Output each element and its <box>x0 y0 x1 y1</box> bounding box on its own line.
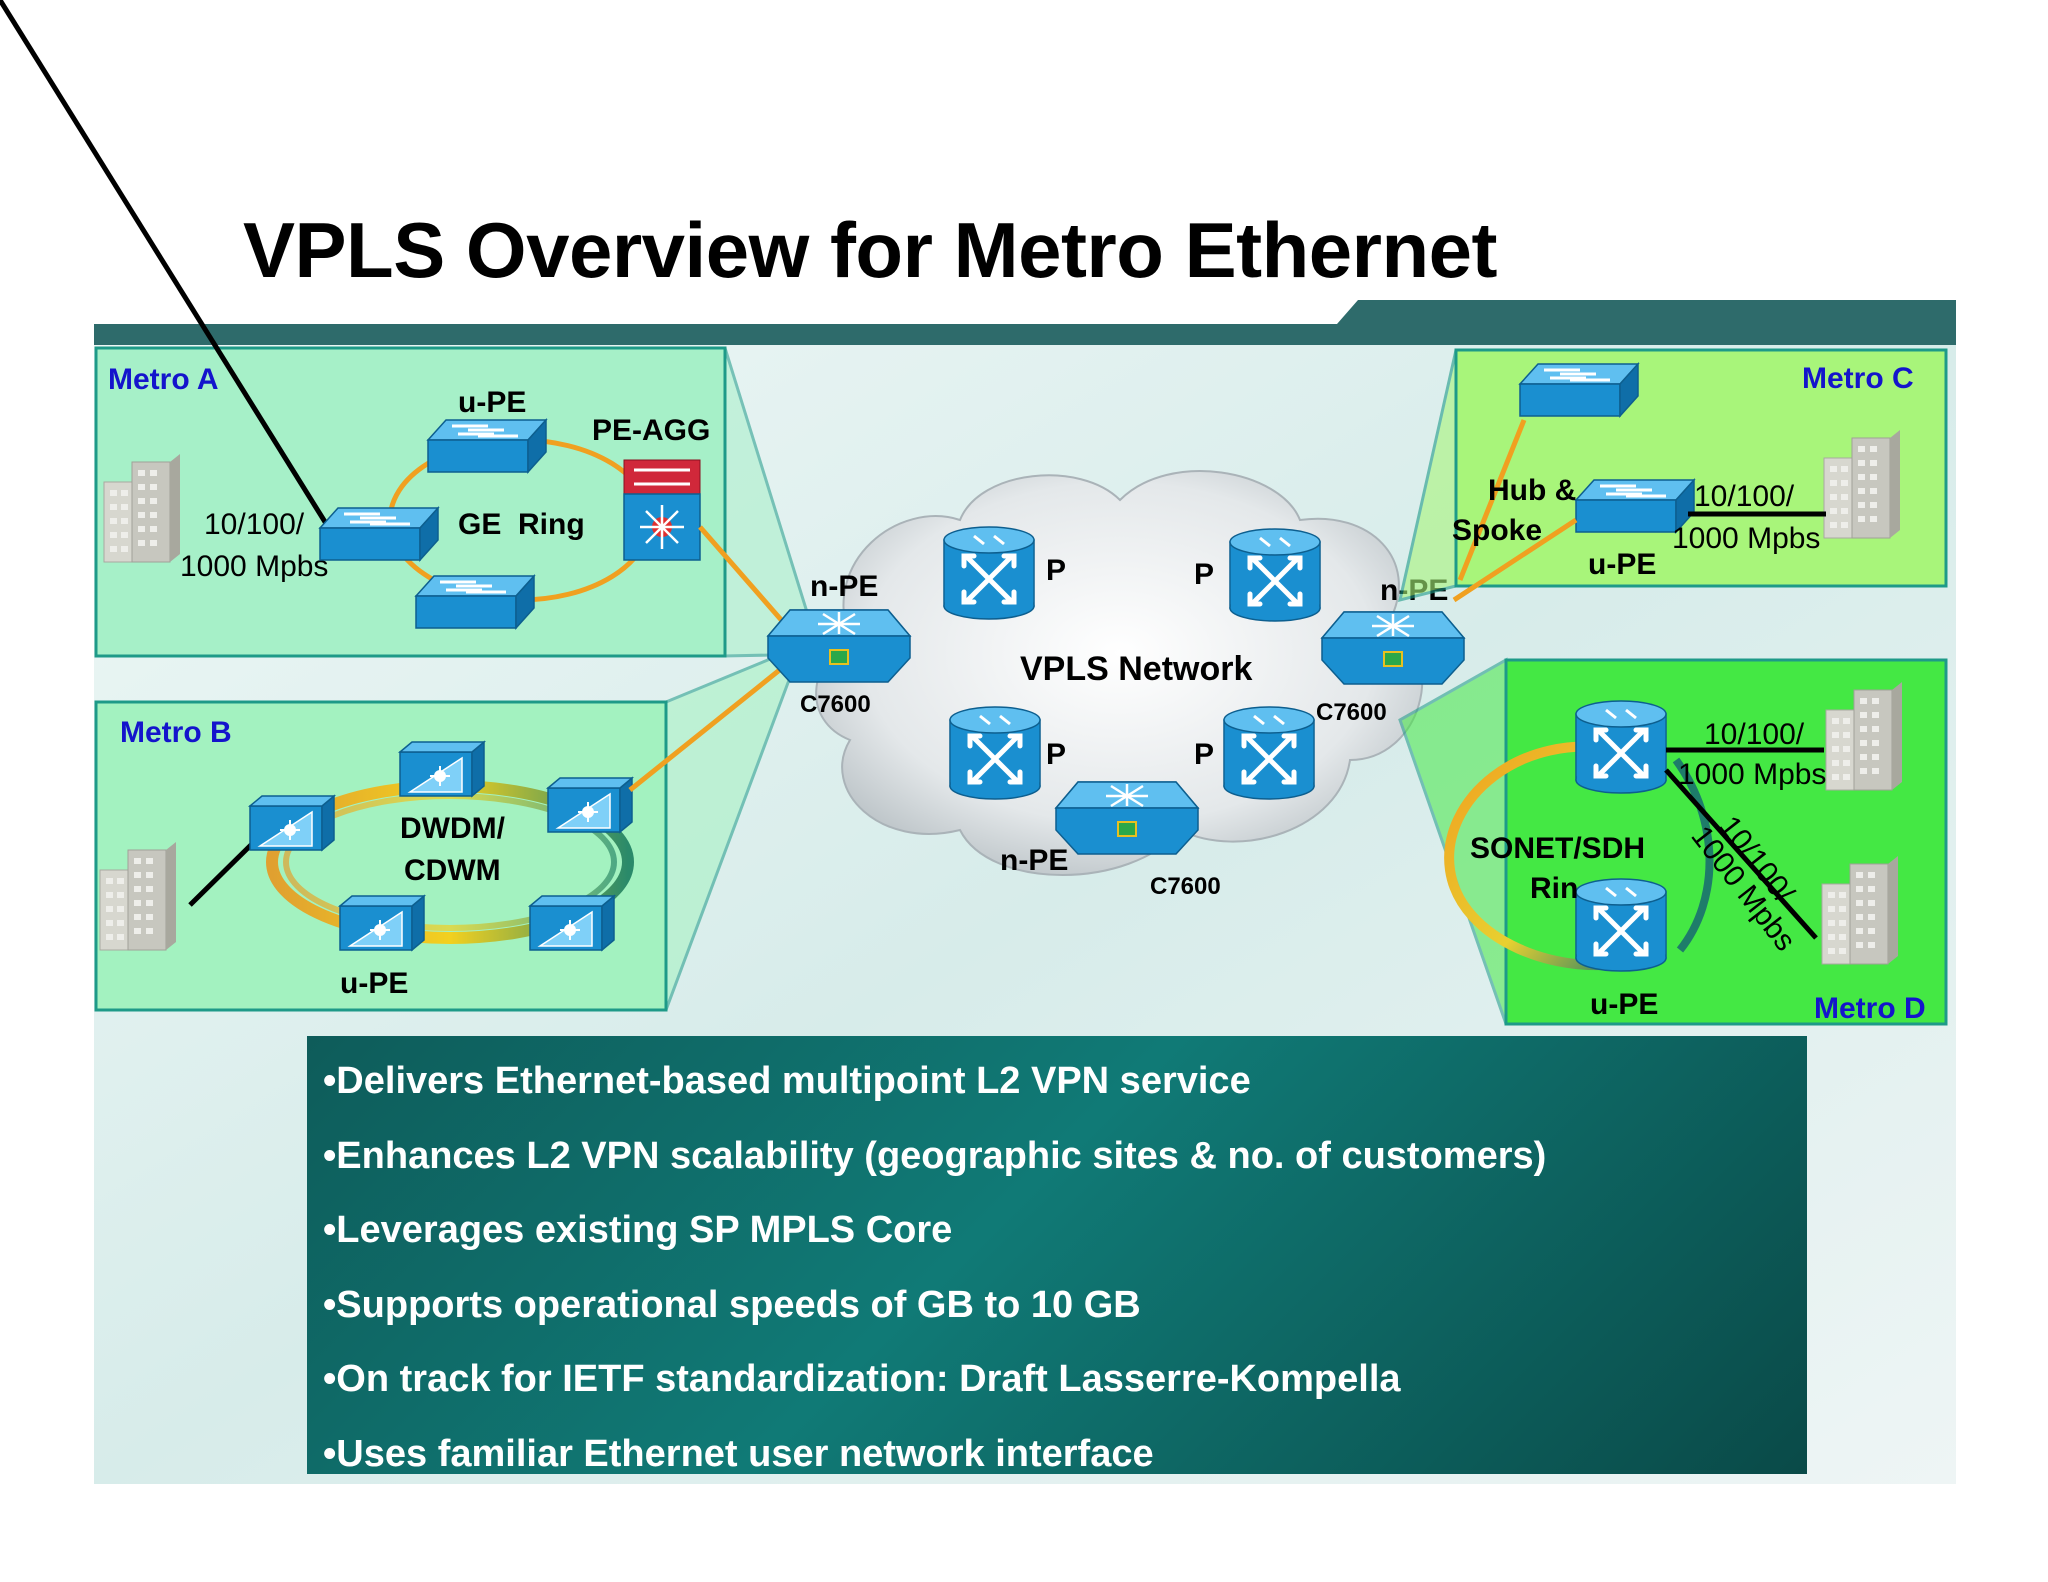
sonet-sdh-label: SONET/SDH <box>1470 832 1645 865</box>
dwdm-label: DWDM/ <box>400 812 506 845</box>
metro-b-label: Metro B <box>120 716 232 749</box>
n-pe-router-icon <box>766 608 912 684</box>
u-pe-label: u-PE <box>458 386 526 419</box>
hub-spoke-label: Hub & <box>1488 474 1576 507</box>
speed-label: 1000 Mpbs <box>1678 758 1826 791</box>
u-pe-label: u-PE <box>340 967 408 1000</box>
bullet-item: •On track for IETF standardization: Draf… <box>323 1358 1401 1400</box>
bullet-item: •Leverages existing SP MPLS Core <box>323 1209 953 1251</box>
router-icon <box>944 527 1034 619</box>
uplink-b <box>628 658 794 792</box>
router-icon <box>950 707 1040 799</box>
router-icon <box>1576 701 1666 793</box>
n-pe-router-icon <box>1054 780 1200 856</box>
switch-icon <box>318 506 440 562</box>
pe-agg-label: PE-AGG <box>592 414 710 447</box>
cdwm-label: CDWM <box>404 854 501 887</box>
access-link <box>188 836 260 907</box>
metro-c-label: Metro C <box>1802 362 1914 395</box>
spoke-link <box>1452 517 1578 603</box>
router-icon <box>1224 707 1314 799</box>
switch-icon <box>426 418 548 474</box>
u-pe-label: u-PE <box>1588 548 1656 581</box>
u-pe-label: u-PE <box>1590 988 1658 1021</box>
uplink-a <box>698 525 792 632</box>
ring-label: Rin <box>1530 872 1578 905</box>
metro-a-label: Metro A <box>108 363 219 396</box>
key-points-box: •Delivers Ethernet-based multipoint L2 V… <box>307 1036 1807 1475</box>
p-label: P <box>1194 558 1214 591</box>
p-label: P <box>1194 738 1214 771</box>
n-pe-router-icon <box>1320 610 1466 686</box>
optical-node-icon <box>339 895 425 951</box>
p-label: P <box>1046 738 1066 771</box>
sonet-ring <box>1444 741 1642 971</box>
speed-label: 10/100/ <box>204 508 305 541</box>
optical-node-icon <box>547 777 633 833</box>
metro-b-region <box>94 647 794 1012</box>
spoke-link <box>1457 419 1527 581</box>
multilayer-switch-icon <box>623 459 701 561</box>
c7600-label: C7600 <box>1316 699 1387 726</box>
optical-node-icon <box>529 895 615 951</box>
hub-spoke-label: Spoke <box>1452 514 1542 547</box>
speed-label: 1000 Mpbs <box>180 550 328 583</box>
metro-d-label: Metro D <box>1814 992 1926 1025</box>
bullet-item: •Delivers Ethernet-based multipoint L2 V… <box>323 1060 1251 1102</box>
metro-a-region <box>94 346 823 658</box>
speed-label: 1000 Mpbs <box>1672 522 1820 555</box>
key-points-list: •Delivers Ethernet-based multipoint L2 V… <box>323 1044 1791 1491</box>
c7600-label: C7600 <box>800 691 871 718</box>
router-icon <box>1230 529 1320 621</box>
access-link <box>0 0 343 548</box>
vpls-network-label: VPLS Network <box>1020 650 1252 688</box>
bullet-item: •Supports operational speeds of GB to 10… <box>323 1283 1141 1326</box>
router-icon <box>1576 879 1666 971</box>
switch-icon <box>1518 362 1640 418</box>
access-link <box>1664 768 1818 940</box>
slide-title: VPLS Overview for Metro Ethernet <box>243 206 1497 294</box>
speed-label: 10/100/ <box>1704 718 1805 751</box>
optical-node-icon <box>249 795 335 851</box>
n-pe-label: n-PE <box>810 570 878 603</box>
ge-ring-label: GE Ring <box>458 508 585 541</box>
n-pe-label: n-PE <box>1000 844 1068 877</box>
header-bar <box>94 300 1956 345</box>
p-label: P <box>1046 554 1066 587</box>
bullet-item: •Uses familiar Ethernet user network int… <box>323 1432 1154 1475</box>
c7600-label: C7600 <box>1150 873 1221 900</box>
speed-label: 10/100/ <box>1694 480 1795 513</box>
switch-icon <box>414 574 536 630</box>
bullet-item: •Enhances L2 VPN scalability (geographic… <box>323 1134 1547 1177</box>
optical-node-icon <box>399 741 485 797</box>
